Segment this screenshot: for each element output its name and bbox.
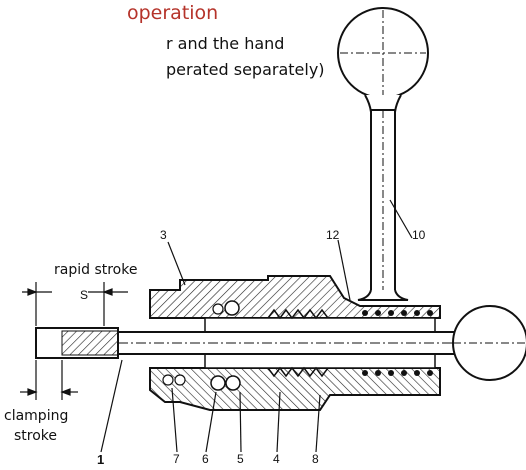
part-number-3: 3 <box>160 228 167 242</box>
part-number-8: 8 <box>312 452 319 466</box>
leader-lines <box>100 199 413 453</box>
clamping-label: clamping <box>4 408 69 424</box>
top-hand-lever <box>337 7 429 301</box>
part-number-1: 1 <box>97 452 105 467</box>
rapid-stroke-dimension <box>22 282 128 326</box>
right-hand-knob <box>452 305 526 381</box>
subtitle-line-1: r and the hand <box>166 34 285 53</box>
part-number-7: 7 <box>173 452 180 466</box>
part-number-4: 4 <box>273 452 280 466</box>
rapid-stroke-label: rapid stroke <box>54 262 138 278</box>
stroke-label: stroke <box>14 428 58 444</box>
page-title: operation <box>127 2 219 24</box>
clamping-stroke-dimension <box>20 360 78 400</box>
part-number-6: 6 <box>202 452 209 466</box>
part-number-12: 12 <box>326 228 340 242</box>
subtitle-line-2: perated separately) <box>166 60 325 79</box>
main-housing <box>149 275 441 411</box>
spindle-shaft <box>35 327 469 359</box>
part-number-5: 5 <box>237 452 244 466</box>
stroke-symbol-label: S <box>80 288 89 302</box>
part-number-10: 10 <box>412 228 426 242</box>
